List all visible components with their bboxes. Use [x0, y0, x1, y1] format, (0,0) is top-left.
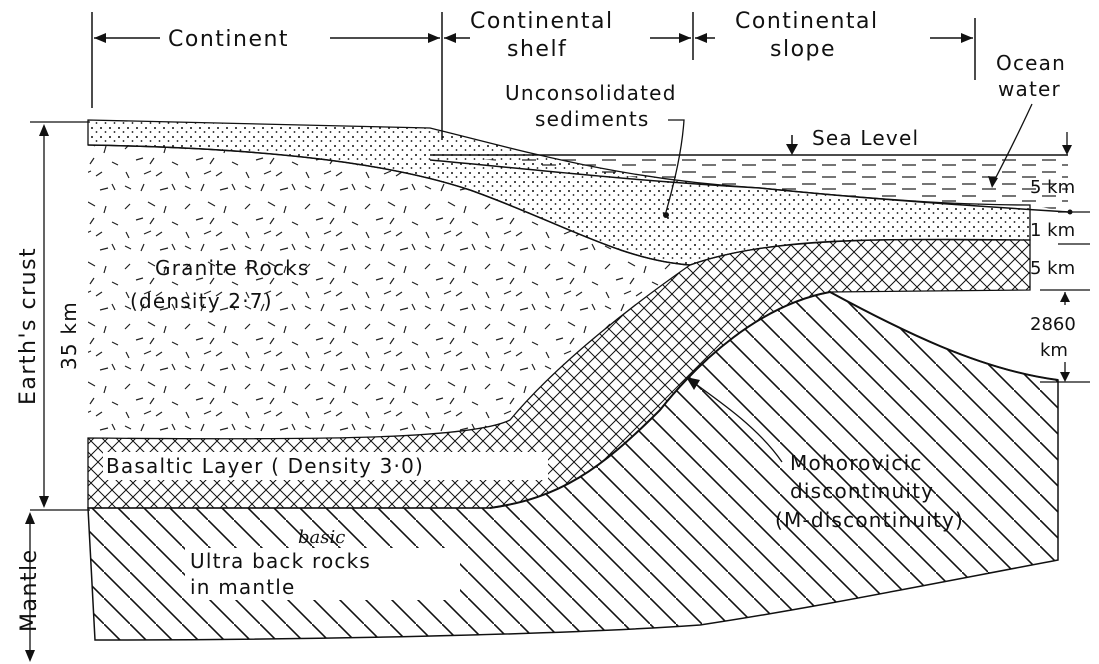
ultra-label-line1: Ultra back rocks — [190, 549, 371, 573]
ultra-label-line2: in mantle — [190, 575, 296, 599]
dimension-dot — [1068, 210, 1073, 215]
handwritten-correction-basic: basic — [298, 527, 345, 548]
continental-slope-label-line2: slope — [770, 37, 836, 62]
mantle-depth-label-line2: km — [1040, 340, 1068, 361]
continental-shelf-label-line2: shelf — [507, 37, 567, 62]
sediment-depth-label: 1 km — [1030, 220, 1075, 241]
mantle-label: Mantle — [17, 548, 42, 632]
sediments-label-line1: Unconsolidated — [505, 81, 677, 105]
arrowhead — [679, 33, 691, 43]
sediments-leader-dot — [663, 212, 669, 218]
arrowhead — [428, 33, 440, 43]
continental-slope-label-line1: Continental — [735, 9, 879, 34]
moho-label-line3: (M-discontinuity) — [775, 508, 964, 532]
arrowhead — [961, 33, 973, 43]
granite-label-line1: Granite Rocks — [155, 256, 310, 280]
arrowhead — [786, 144, 798, 155]
moho-label-line2: discontinuity — [790, 479, 934, 503]
continent-label: Continent — [168, 27, 289, 52]
sediments-label-line2: sediments — [535, 107, 650, 131]
water-depth-label: 5 km — [1030, 177, 1075, 198]
sea-level-label: Sea Level — [812, 126, 919, 150]
basaltic-label: Basaltic Layer ( Density 3·0) — [106, 454, 424, 478]
granite-label-line2: (density 2·7) — [130, 289, 273, 313]
arrowhead — [25, 650, 35, 662]
arrowhead — [1062, 145, 1072, 155]
mantle-depth-label-line1: 2860 — [1030, 314, 1076, 335]
arrowhead — [1060, 292, 1070, 302]
continental-shelf-label-line1: Continental — [470, 9, 614, 34]
arrowhead — [25, 512, 35, 524]
arrowhead — [39, 496, 49, 508]
arrowhead — [695, 33, 707, 43]
arrowhead — [39, 124, 49, 136]
earths-crust-label: Earth's crust — [16, 247, 41, 405]
arrowhead — [94, 33, 106, 43]
ocean-water-label-line1: Ocean — [996, 51, 1066, 75]
basalt-depth-label: 5 km — [1030, 258, 1075, 279]
moho-label-line1: Mohorovicic — [790, 451, 923, 475]
ocean-water-label-line2: water — [998, 77, 1061, 101]
arrowhead — [1060, 372, 1070, 382]
crust-thickness-label: 35 km — [57, 301, 81, 370]
arrowhead — [444, 33, 456, 43]
